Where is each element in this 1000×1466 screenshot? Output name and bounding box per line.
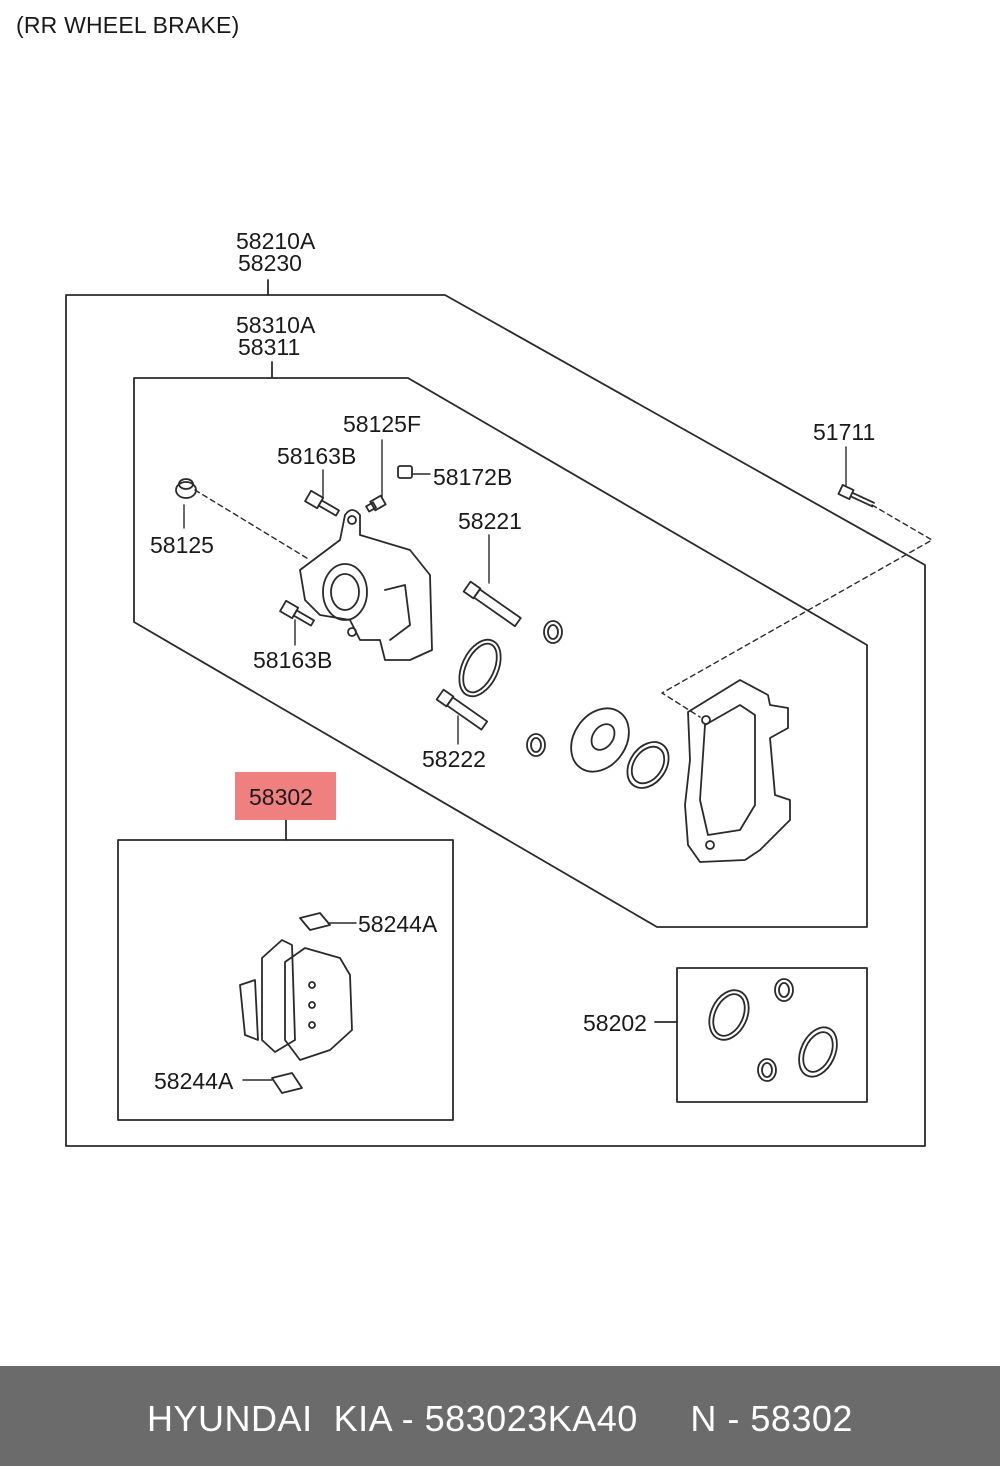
dashed-leaders	[194, 489, 933, 718]
boot-spring-icon	[543, 620, 563, 644]
label-58221: 58221	[458, 508, 522, 534]
label-58210A: 58210A	[236, 228, 316, 254]
bolt-icon	[304, 489, 340, 517]
guide-pin-upper-icon	[462, 580, 522, 628]
footer-part-info: HYUNDAI KIA - 583023KA40 N - 58302	[0, 1398, 1000, 1440]
piston-icon	[570, 707, 630, 773]
caliper-assembly-outline	[133, 377, 868, 928]
label-58125F: 58125F	[343, 411, 421, 437]
exploded-parts-diagram: 58210A 58230 58310A 58311 58125F 58163B …	[65, 228, 933, 1147]
footer-n-value: 58302	[750, 1398, 853, 1439]
footer-n-label: N	[690, 1398, 717, 1439]
bleeder-screw-icon	[365, 494, 387, 513]
carrier-bracket-icon	[684, 679, 791, 863]
label-58230: 58230	[238, 250, 302, 276]
footer-brand: HYUNDAI KIA	[147, 1398, 392, 1439]
pad-shim-icon	[271, 912, 331, 1094]
label-58311: 58311	[238, 334, 300, 360]
label-58125: 58125	[150, 532, 214, 558]
label-leaders	[183, 439, 847, 1081]
label-51711: 51711	[813, 419, 875, 445]
piston-seal-icon	[458, 638, 502, 698]
seal-kit-parts-icon	[708, 978, 838, 1082]
footer-banner	[0, 1366, 1000, 1466]
label-58244A-bottom: 58244A	[154, 1068, 234, 1094]
footer-separator-2: -	[716, 1398, 751, 1439]
caliper-housing-icon	[299, 509, 433, 661]
label-58202: 58202	[583, 1010, 647, 1036]
guide-pin-lower-icon	[435, 688, 489, 731]
bolt-icon-lower	[279, 599, 315, 627]
footer-part-number: 583023KA40	[424, 1398, 638, 1439]
label-58172B: 58172B	[433, 464, 512, 490]
boot-spring-icon-2	[526, 733, 546, 757]
seal-kit-box	[676, 967, 868, 1103]
dust-cap-icon	[175, 478, 197, 499]
label-58163B-bottom: 58163B	[253, 647, 332, 673]
bleeder-cap-icon	[397, 465, 413, 479]
label-58302: 58302	[249, 784, 313, 810]
label-58163B-top: 58163B	[277, 443, 356, 469]
footer-separator: -	[391, 1398, 425, 1439]
mounting-bolt-icon	[837, 484, 875, 508]
highlight-58302	[235, 772, 336, 820]
footer-gap	[638, 1398, 691, 1439]
dust-boot-icon	[626, 741, 670, 789]
brake-pad-set-icon	[239, 939, 353, 1061]
outer-assembly-outline	[65, 294, 926, 1147]
label-58310A: 58310A	[236, 312, 316, 338]
diagram-title: (RR WHEEL BRAKE)	[16, 12, 240, 38]
label-58222: 58222	[422, 746, 486, 772]
label-58244A-top: 58244A	[358, 911, 438, 937]
